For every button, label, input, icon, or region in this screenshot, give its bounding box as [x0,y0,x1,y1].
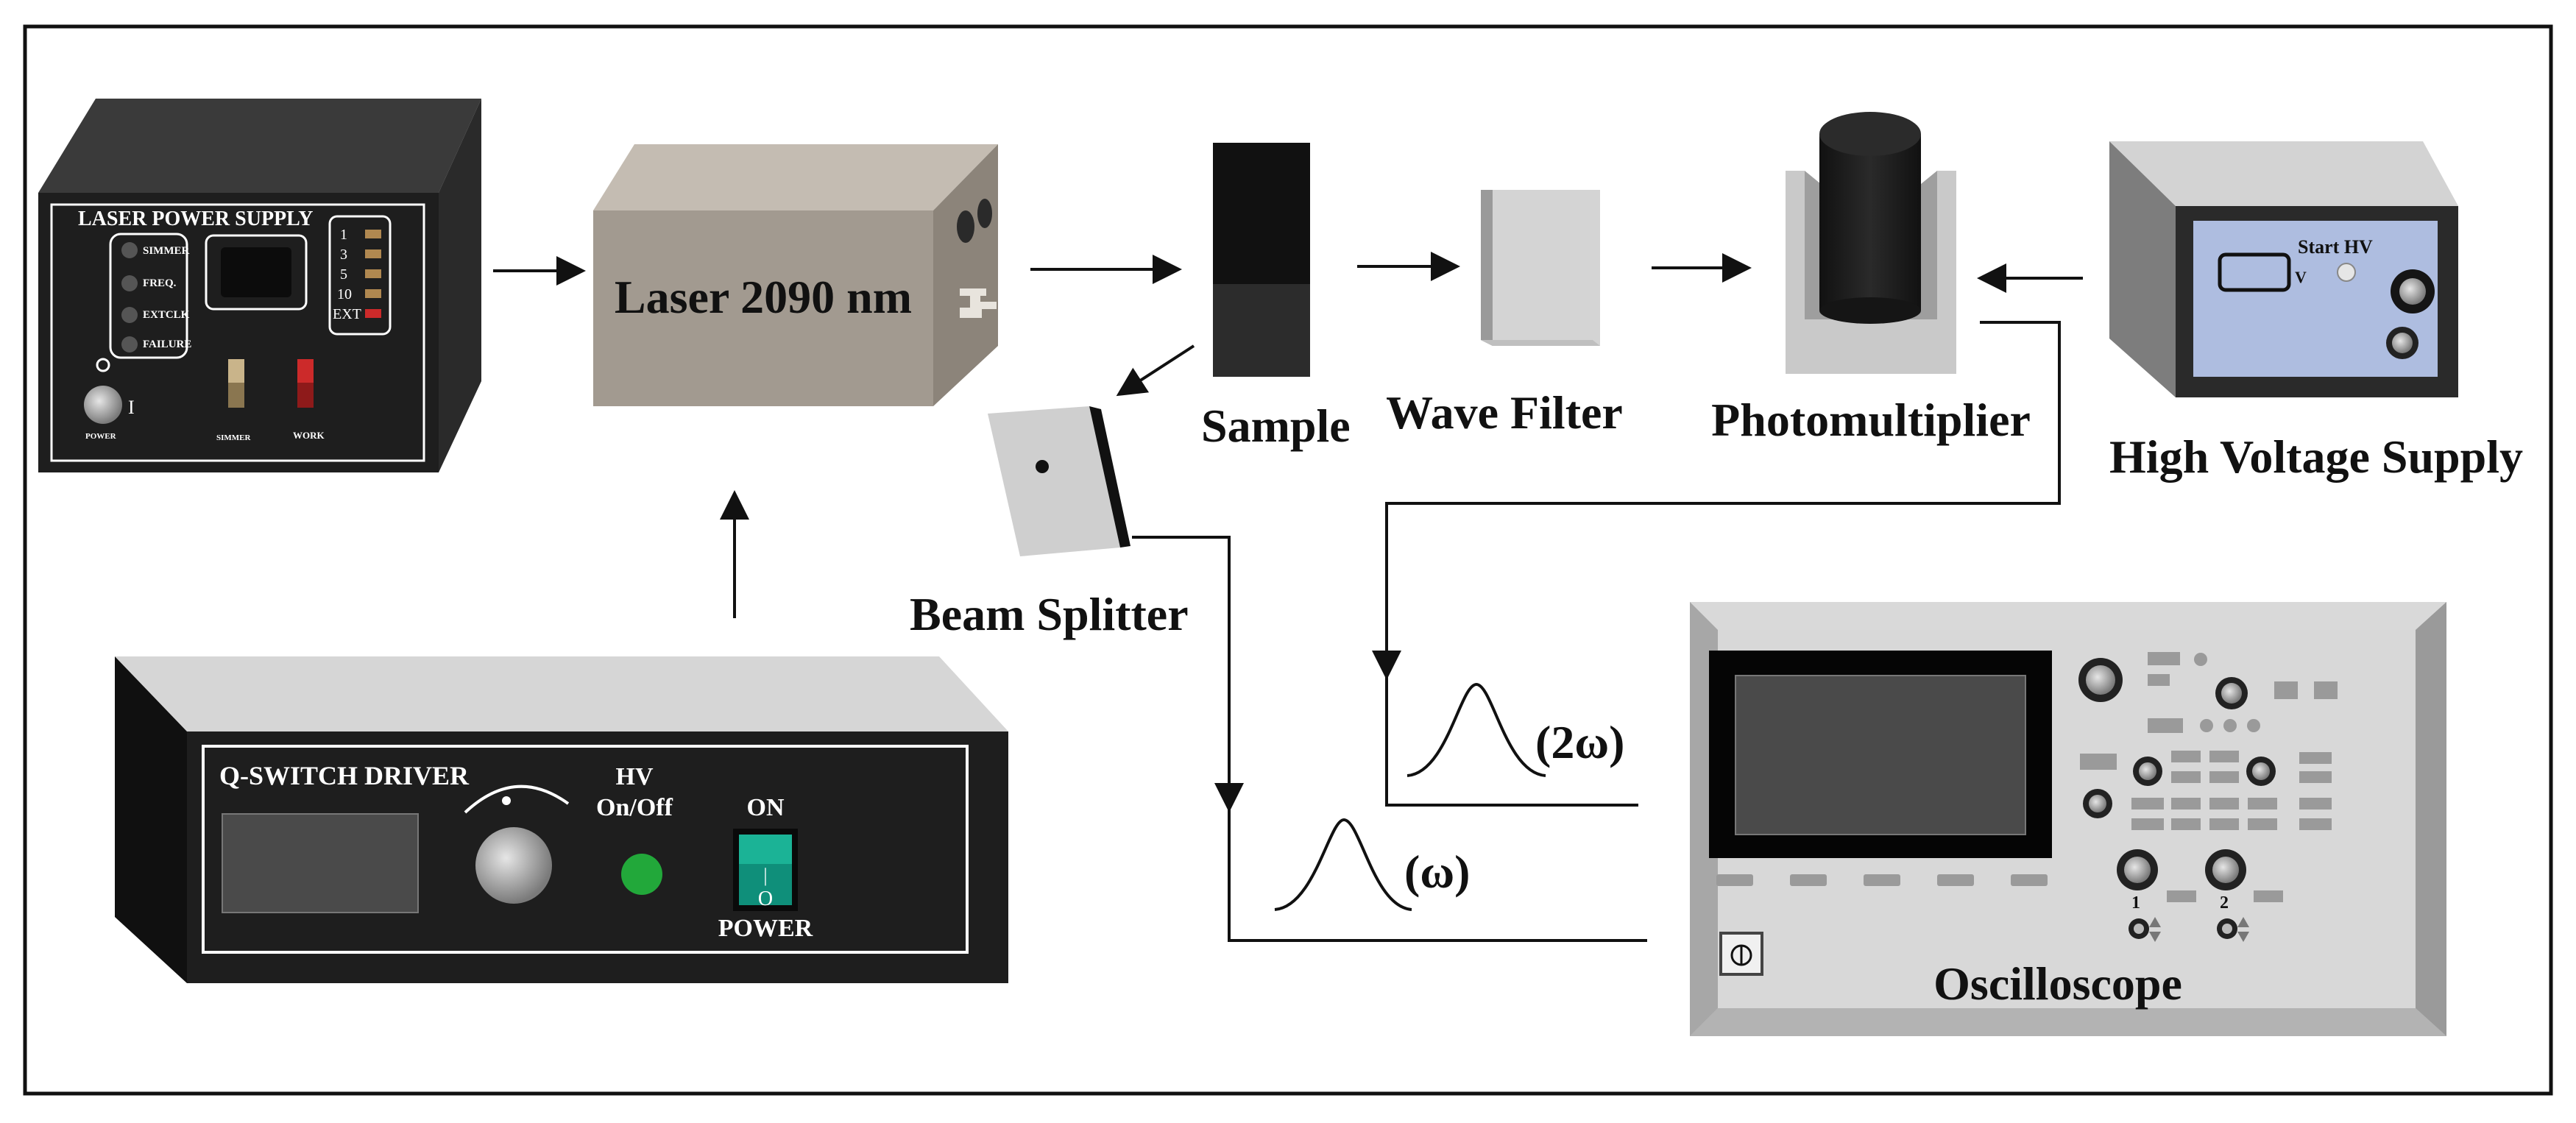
lps-work-label: WORK [293,430,325,441]
ch2-label: 2 [2220,893,2229,913]
diagram-border [23,24,2553,1096]
hv-supply-label: High Voltage Supply [2109,431,2523,483]
lps-power-on-mark: I [128,397,135,418]
lps-freq-ext: EXT [333,306,361,322]
lps-title: LASER POWER SUPPLY [78,208,313,230]
lps-freq-1: 1 [340,227,347,243]
start-hv-button-icon [2337,263,2356,282]
lps-power-knob [84,386,122,424]
q-switch-driver: Q-SWITCH DRIVER HV On/Off ON | O POWER [115,656,1008,983]
led-icon [121,242,138,258]
wave-filter-label: Wave Filter [1386,386,1623,439]
laser-power-supply: LASER POWER SUPPLY SIMMER FREQ. EXTCLK F… [38,99,481,472]
lps-power-label: POWER [85,432,117,441]
high-voltage-supply: V Start HV High Voltage Supply [2109,141,2523,483]
led-icon [121,307,138,323]
lps-indicator-freq: FREQ. [143,277,177,289]
qsd-hv-label: HV [616,763,654,790]
photomultiplier-label: Photomultiplier [1711,394,2031,446]
beam-splitter-label: Beam Splitter [910,588,1189,640]
pulse-w-icon [1274,818,1412,911]
sample-label: Sample [1201,400,1351,452]
oscilloscope: 1 2 Oscilloscope [1690,602,2446,1036]
lps-indicator-extclk: EXTCLK [143,309,190,321]
qsd-title: Q-SWITCH DRIVER [219,761,470,790]
qsd-on-label: ON [747,794,785,821]
beam-splitter: Beam Splitter [910,406,1189,640]
oscilloscope-label: Oscilloscope [1933,957,2182,1010]
lps-power-mark-off [96,358,110,372]
reference-signal-line [1132,536,1244,812]
lps-indicator-failure: FAILURE [143,339,191,350]
hv-voltage-display [2218,252,2291,292]
qsd-onoff-label: On/Off [596,794,673,821]
lps-freq-3: 3 [340,247,347,263]
reflected-beam-arrow [1116,344,1195,397]
hv-unit: V [2295,268,2307,286]
photomultiplier: Photomultiplier [1711,112,2031,446]
pulse-w-label: (ω) [1404,846,1470,898]
ch1-label: 1 [2131,893,2140,913]
wave-filter: Wave Filter [1386,190,1623,439]
lps-indicator-simmer: SIMMER [143,245,190,257]
reference-signal-line-lower [1228,810,1647,942]
pmt-signal-line-lower [1385,677,1638,807]
lps-freq-5: 5 [340,266,347,283]
sample-cell: Sample [1201,143,1351,452]
pulse-2w-label: (2ω) [1535,716,1624,768]
pulse-2w-icon [1406,682,1546,777]
qsd-switch-on-mark: | [763,865,767,886]
lps-simmer-label: SIMMER [216,433,252,442]
led-icon [121,336,138,353]
qsd-display [222,813,419,913]
qsd-knob [475,827,552,904]
qsd-switch-off-mark: O [758,888,773,910]
qsd-power-label: POWER [718,915,813,942]
start-hv-label: Start HV [2298,236,2373,258]
lps-freq-10: 10 [337,286,352,302]
laser-label: Laser 2090 nm [615,271,912,323]
led-icon [121,275,138,291]
laser-2090nm: Laser 2090 nm [593,144,998,406]
hv-led-icon [621,854,662,895]
pmt-signal-line [1372,321,2061,680]
